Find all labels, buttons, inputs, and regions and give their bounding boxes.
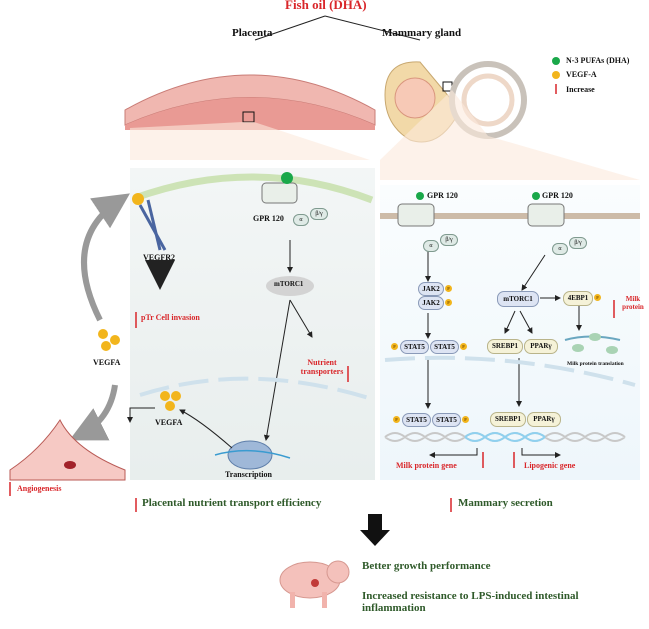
g-beta-gamma-mammary-b: β/γ [569, 237, 587, 249]
translation-label: Milk protein translation [567, 361, 624, 367]
milk-protein-gene: Milk protein gene [396, 461, 457, 470]
pig-illustration [279, 560, 350, 608]
transcription-label: Transcription [225, 470, 272, 479]
lps-resistance: Increased resistance to LPS-induced inte… [362, 590, 579, 614]
stat5-2: STAT5 [430, 340, 459, 354]
lipogenic-gene: Lipogenic gene [524, 461, 576, 470]
4ebp1-box: 4EBP1 [563, 291, 593, 306]
vegfr2-receptor [132, 193, 167, 251]
milk-protein: Milk protein [622, 295, 644, 311]
jak2-2: JAK2 [418, 296, 444, 310]
down-arrow [360, 514, 390, 546]
nutrient-transporters: Nutrient transporters [300, 358, 344, 376]
title-branch-lines [254, 15, 421, 41]
mtorc1-box: mTORC1 [497, 291, 539, 307]
vegfa-inner-label: VEGFA [155, 418, 183, 427]
g-alpha-placenta: α [293, 214, 309, 226]
vegfa-outer-label: VEGFA [93, 358, 121, 367]
vegfa-dots-outer [98, 329, 120, 351]
gpr120-a-label: GPR 120 [427, 191, 458, 200]
phosphate-stat5-3: P [393, 416, 400, 423]
mammary-label: Mammary gland [382, 27, 462, 39]
vegfr2-label: VEGFR2 [143, 253, 175, 262]
placenta-illustration [124, 74, 376, 160]
vegfa-dots-inner [160, 391, 181, 411]
jak2-1: JAK2 [418, 282, 444, 296]
phosphate-stat5-4: P [462, 416, 469, 423]
phosphate-stat5-2: P [460, 343, 467, 350]
phosphate-jak2-2: P [445, 299, 452, 306]
feedback-arrow [81, 193, 130, 322]
gpr120-label: GPR 120 [253, 214, 284, 223]
better-growth: Better growth performance [362, 560, 491, 572]
legend-dha: N-3 PUFAs (DHA) [566, 56, 630, 65]
gpr120-mammary [397, 192, 565, 227]
placenta-membrane [133, 173, 374, 204]
stat5-4: STAT5 [432, 413, 461, 427]
legend-increase: Increase [566, 85, 595, 94]
legend-markers [552, 57, 560, 94]
stat5-3: STAT5 [402, 413, 431, 427]
srebp1-dna: SREBP1 [490, 412, 526, 427]
angiogenesis-cell [9, 419, 126, 481]
phosphate-4ebp1: P [594, 294, 601, 301]
ppar-dna: PPARγ [527, 412, 561, 427]
placenta-label: Placenta [232, 27, 273, 39]
stat5-1: STAT5 [400, 340, 429, 354]
mtorc1-ellipse [266, 276, 314, 296]
placenta-panel [130, 168, 375, 480]
mammary-secretion: Mammary secretion [458, 497, 553, 509]
srebp1-box: SREBP1 [487, 339, 523, 354]
ptr-invasion: pTr Cell invasion [141, 313, 200, 322]
g-alpha-mammary-b: α [552, 243, 568, 255]
phosphate-stat5-1: P [391, 343, 398, 350]
ribosome [214, 440, 291, 470]
g-alpha-mammary-a: α [423, 240, 439, 252]
mammary-panel [380, 185, 640, 480]
gpr120-placenta [261, 172, 298, 204]
legend-vegf: VEGF-A [566, 70, 597, 79]
mammary-illustration [380, 61, 640, 180]
g-beta-gamma-placenta: β/γ [310, 208, 328, 220]
title: Fish oil (DHA) [285, 0, 367, 12]
phosphate-jak2-1: P [445, 285, 452, 292]
angiogenesis-label: Angiogenesis [17, 484, 62, 493]
mtorc1-label: mTORC1 [274, 280, 304, 288]
g-beta-gamma-mammary-a: β/γ [440, 234, 458, 246]
placental-efficiency: Placental nutrient transport efficiency [142, 497, 322, 509]
gpr120-b-label: GPR 120 [542, 191, 573, 200]
ppar-box: PPARγ [524, 339, 558, 354]
